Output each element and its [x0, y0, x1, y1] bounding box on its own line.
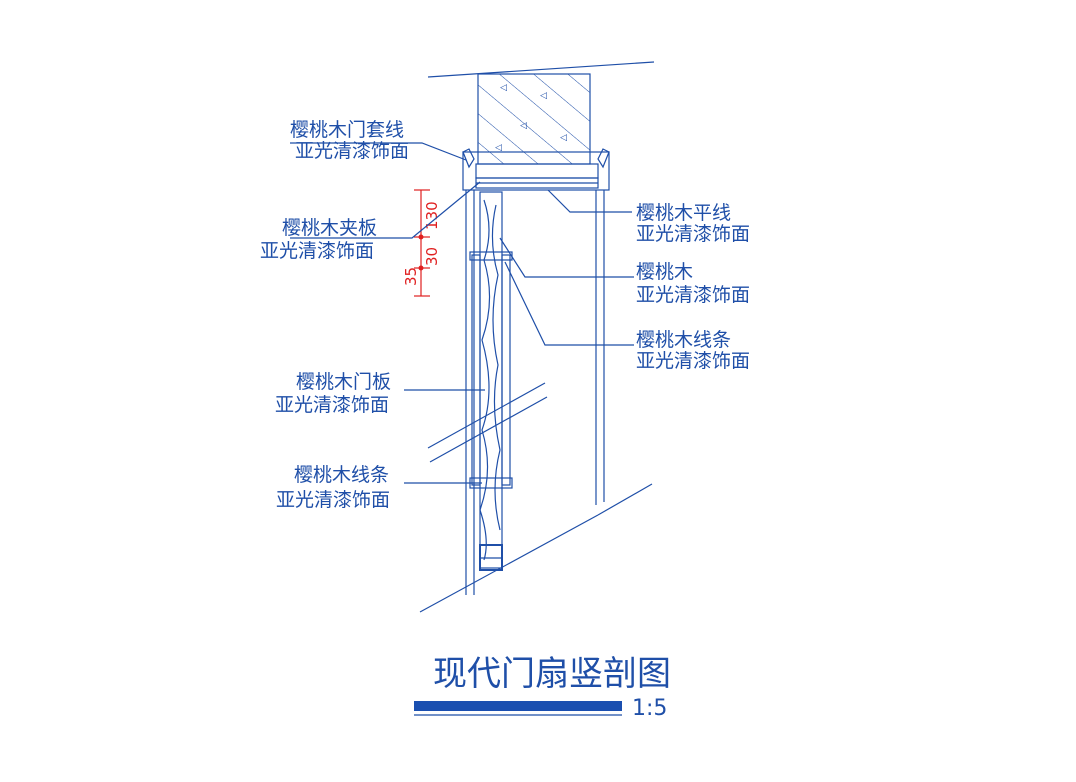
label-door-casing-2: 亚光清漆饰面 — [295, 140, 409, 162]
svg-text:◁: ◁ — [500, 83, 507, 93]
label-strip-left-2: 亚光清漆饰面 — [276, 489, 390, 511]
door-leaf — [469, 191, 513, 571]
dimension-130: 130 — [423, 201, 441, 230]
dimension-35: 35 — [402, 267, 420, 286]
label-flat-line-1: 樱桃木平线 — [636, 202, 731, 224]
floor-line-bottom — [419, 514, 599, 613]
label-strip-right-2: 亚光清漆饰面 — [636, 350, 750, 372]
svg-text:◁: ◁ — [540, 91, 547, 101]
concrete-lintel: ◁ ◁ ◁ ◁ ◁ — [477, 73, 591, 165]
label-strip-left-1: 樱桃木线条 — [294, 464, 389, 486]
door-frame — [462, 148, 610, 595]
dimension-30: 30 — [423, 247, 441, 266]
label-strip-right-1: 樱桃木线条 — [636, 329, 731, 351]
label-cherry-wood-1: 樱桃木 — [636, 261, 693, 283]
floor-line-right — [597, 483, 653, 516]
label-flat-line-2: 亚光清漆饰面 — [636, 223, 750, 245]
dimension-chain — [414, 189, 430, 297]
label-door-casing-1: 樱桃木门套线 — [290, 119, 404, 141]
label-cherry-wood-2: 亚光清漆饰面 — [636, 284, 750, 306]
label-plywood-1: 樱桃木夹板 — [282, 217, 377, 239]
svg-text:◁: ◁ — [560, 133, 567, 143]
top-wall-line — [427, 61, 655, 78]
door-handle — [427, 382, 548, 463]
scale-bar — [414, 701, 622, 711]
label-plywood-2: 亚光清漆饰面 — [260, 240, 374, 262]
label-door-panel-1: 樱桃木门板 — [296, 371, 391, 393]
label-door-panel-2: 亚光清漆饰面 — [275, 394, 389, 416]
svg-text:◁: ◁ — [495, 143, 502, 153]
drawing-scale: 1:5 — [632, 696, 667, 721]
drawing-title: 现代门扇竖剖图 — [433, 654, 671, 694]
svg-text:◁: ◁ — [520, 121, 527, 131]
leader-lines — [290, 142, 634, 484]
